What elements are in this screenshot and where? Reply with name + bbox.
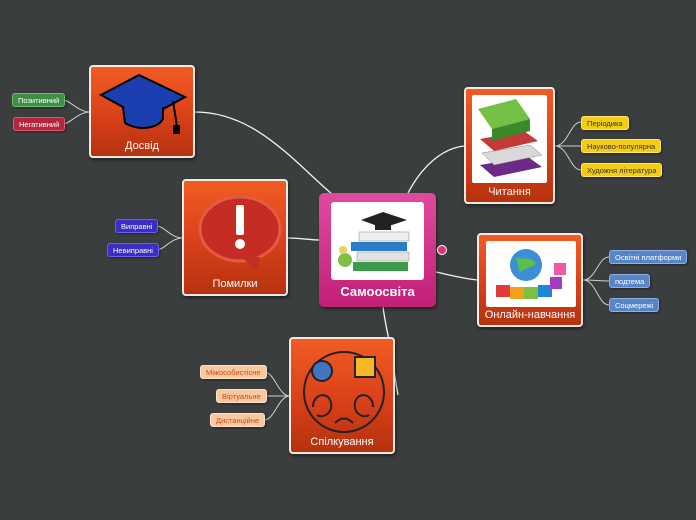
topic-online-learning[interactable]: Онлайн-навчання bbox=[477, 233, 583, 327]
globe-icon[interactable] bbox=[437, 245, 447, 255]
topic-label: Досвід bbox=[125, 140, 159, 152]
link-mistakes bbox=[287, 237, 321, 241]
central-title: Самоосвіта bbox=[340, 284, 415, 299]
link-leaf bbox=[582, 256, 610, 281]
topic-label: Спілкування bbox=[310, 436, 374, 448]
link-online bbox=[435, 271, 479, 281]
link-leaf bbox=[62, 111, 91, 125]
topic-label: Читання bbox=[488, 186, 531, 198]
topic-label: Онлайн-навчання bbox=[484, 309, 576, 321]
globe-books-icon bbox=[486, 241, 576, 307]
leaf-remote[interactable]: Дистанційне bbox=[210, 413, 266, 427]
leaf-fixable[interactable]: Виправні bbox=[115, 219, 159, 233]
leaf-subtopic[interactable]: подтема bbox=[609, 274, 651, 288]
books-stack-icon bbox=[472, 95, 547, 183]
topic-reading[interactable]: Читання bbox=[464, 87, 555, 204]
link-leaf bbox=[62, 99, 91, 113]
link-leaf bbox=[554, 145, 582, 171]
leaf-negative[interactable]: Негативний bbox=[13, 117, 66, 131]
link-leaf bbox=[155, 237, 184, 251]
books-graduation-image bbox=[331, 202, 424, 280]
leaf-fiction[interactable]: Художня література bbox=[581, 163, 663, 177]
leaf-social-networks[interactable]: Соцмережі bbox=[609, 298, 660, 312]
link-leaf bbox=[554, 121, 582, 147]
leaf-positive[interactable]: Позитивний bbox=[12, 93, 66, 107]
leaf-interpersonal[interactable]: Міжособистісне bbox=[200, 365, 267, 379]
graduation-cap-icon bbox=[99, 71, 189, 139]
link-leaf bbox=[263, 395, 291, 421]
topic-mistakes[interactable]: Помилки bbox=[182, 179, 288, 296]
communication-people-icon bbox=[299, 347, 389, 433]
leaf-virtual[interactable]: Віртуальне bbox=[216, 389, 267, 403]
link-leaf bbox=[263, 371, 291, 397]
leaf-edu-platforms[interactable]: Освітні платформи bbox=[609, 250, 688, 264]
link-reading bbox=[407, 145, 466, 194]
leaf-popular-science[interactable]: Науково-популярна bbox=[581, 139, 662, 153]
topic-label: Помилки bbox=[212, 278, 258, 290]
link-experience bbox=[194, 111, 346, 206]
central-topic[interactable]: Самоосвіта bbox=[319, 193, 436, 307]
topic-experience[interactable]: Досвід bbox=[89, 65, 195, 158]
leaf-unfixable[interactable]: Невиправні bbox=[107, 243, 159, 257]
leaf-periodicals[interactable]: Періодика bbox=[581, 116, 629, 130]
link-leaf bbox=[155, 225, 184, 239]
link-leaf bbox=[582, 279, 610, 306]
exclamation-bubble-icon bbox=[192, 189, 282, 273]
topic-communication[interactable]: Спілкування bbox=[289, 337, 395, 454]
